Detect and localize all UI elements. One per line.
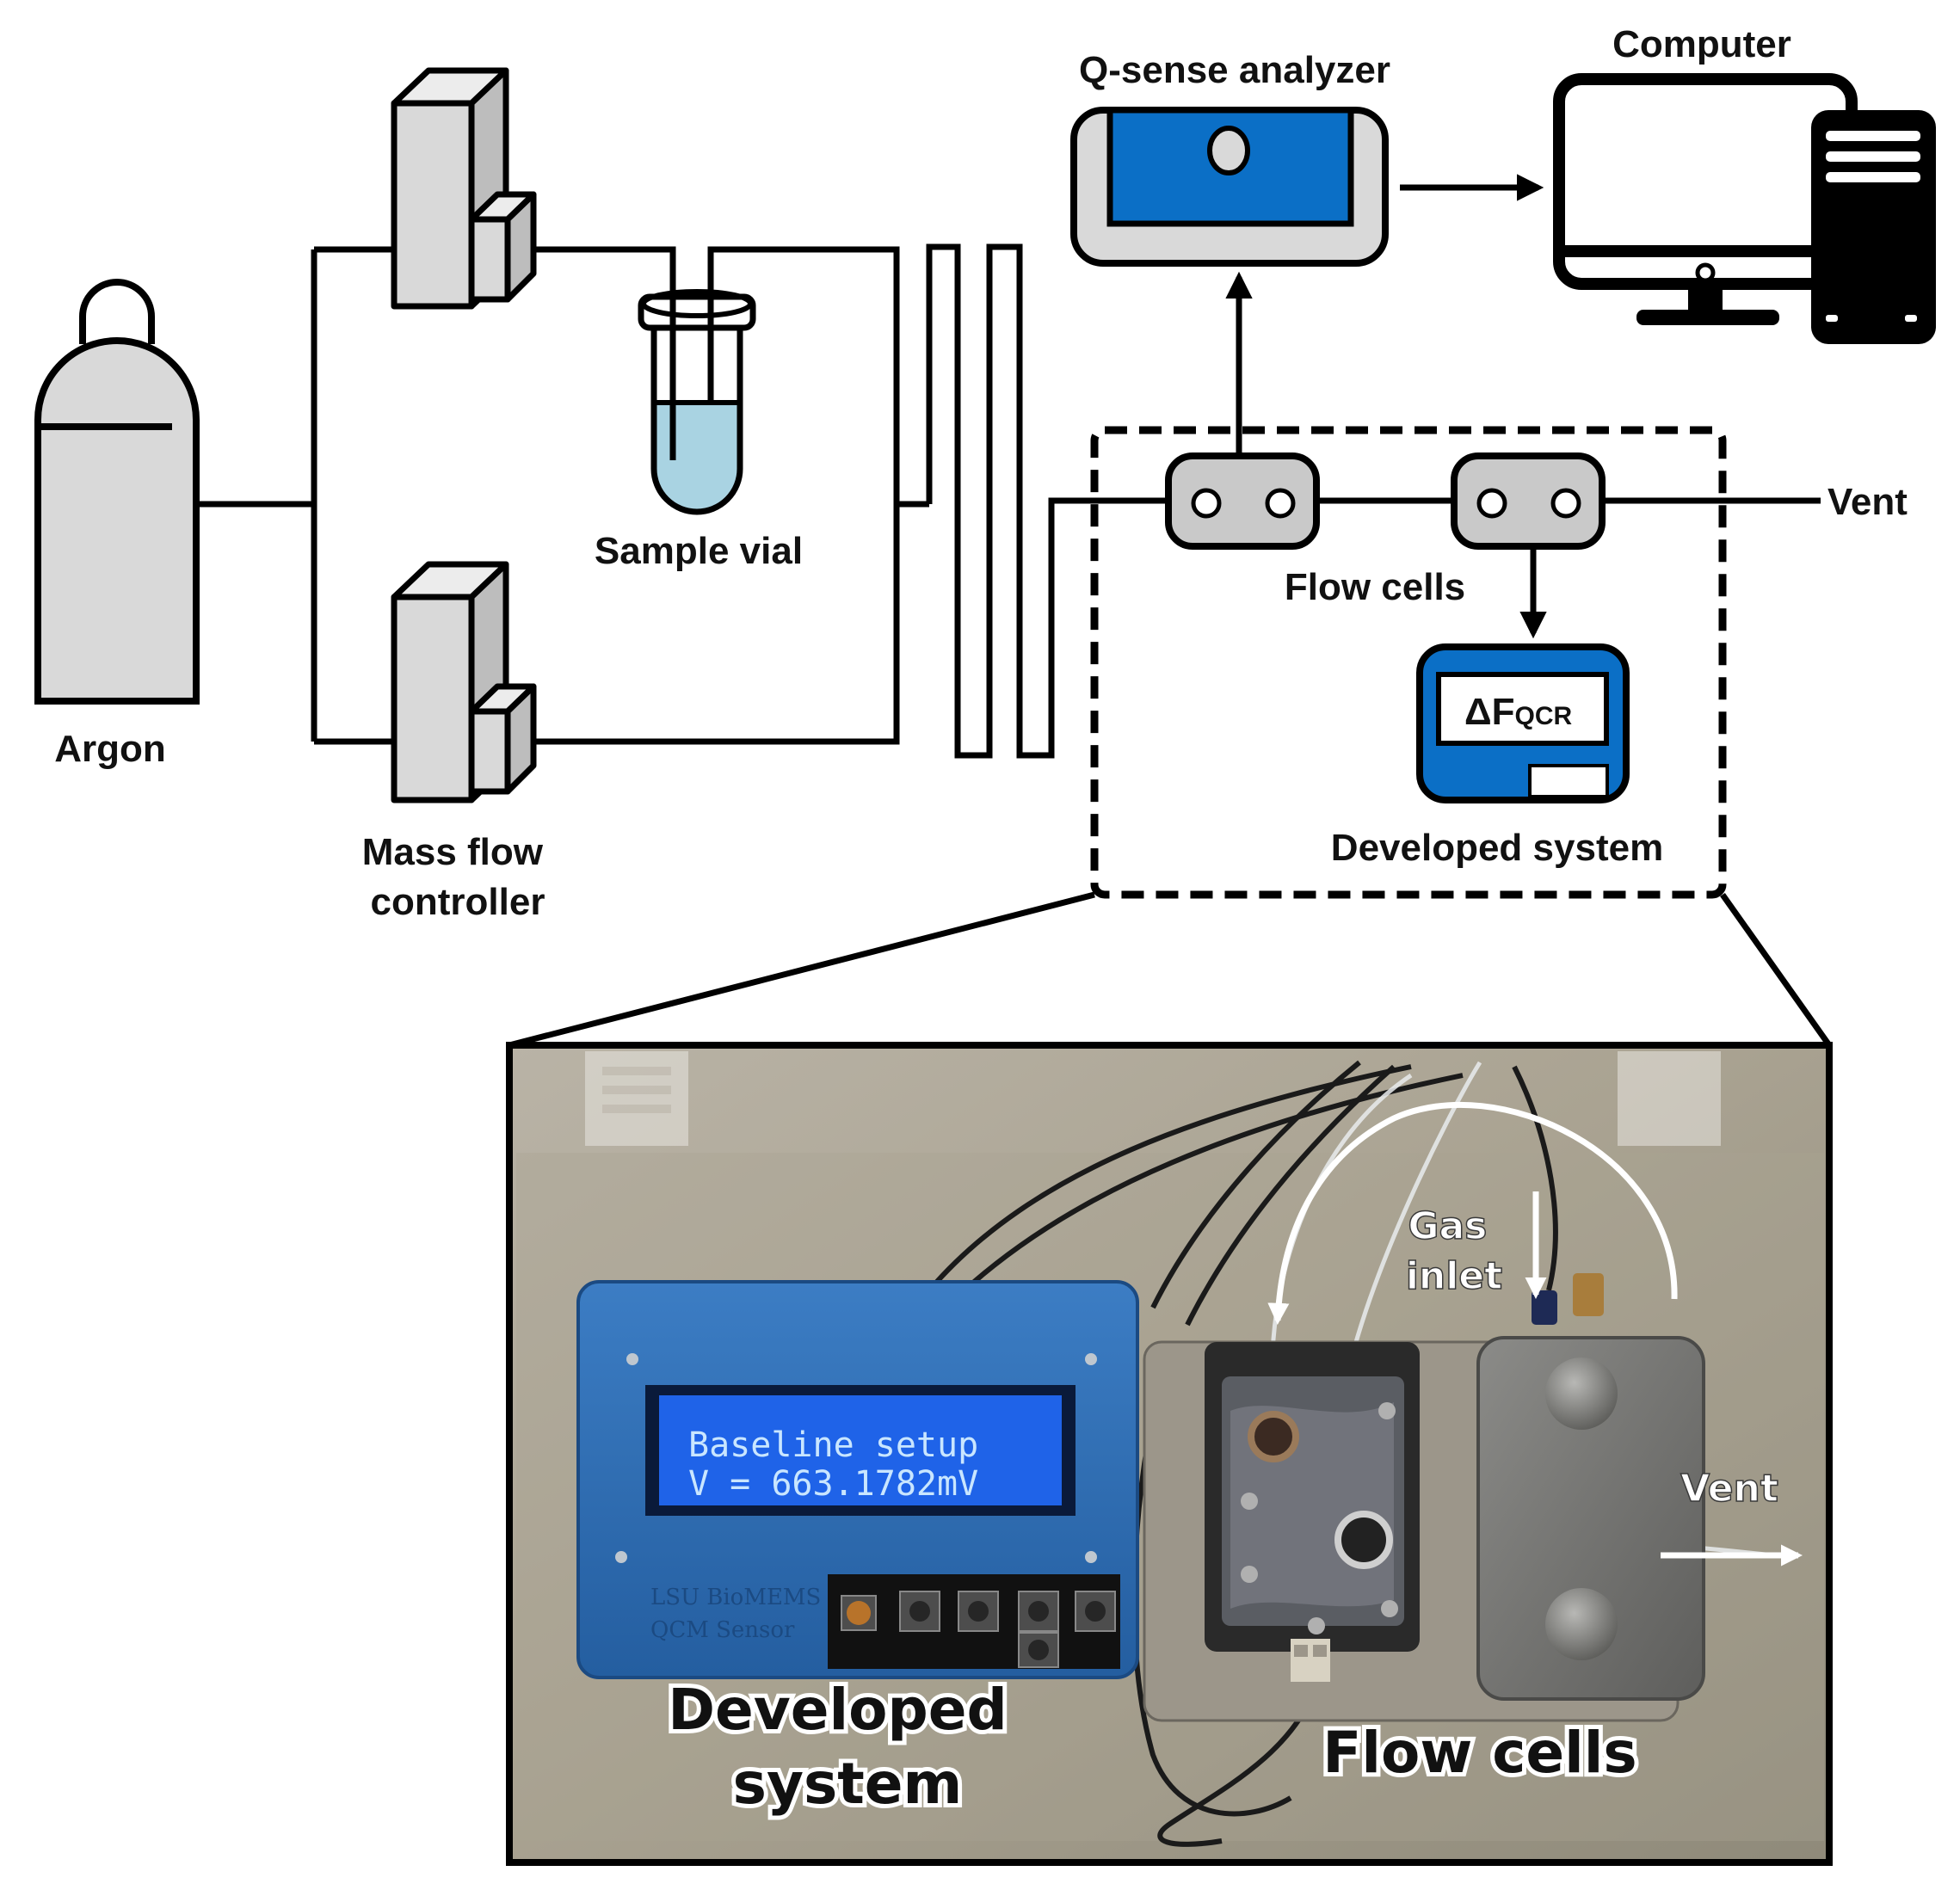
gas-loop-arrow (1267, 1101, 1678, 1326)
developed-system-label: Developed system (1331, 827, 1663, 869)
board-text-1: LSU BioMEMS (650, 1585, 821, 1610)
developed-system-icon (1416, 643, 1630, 803)
gas-inlet-label: Gas inlet (1406, 1204, 1502, 1298)
photo-panel: Baseline setup V = 663.1782mV LSU BioMEM… (506, 1042, 1833, 1866)
photo-developed-system-label: Developed system (668, 1677, 1027, 1817)
lcd-line-1: Baseline setup (688, 1425, 978, 1465)
q-sense-analyzer-icon (1070, 107, 1389, 267)
photo-flow-cells-label: Flow cells (1322, 1720, 1636, 1786)
vent-label: Vent (1827, 481, 1908, 523)
flow-cells-label: Flow cells (1285, 566, 1465, 608)
mass-flow-controller-label: Mass flow controller (362, 831, 554, 923)
photo-vent-label: Vent (1680, 1467, 1778, 1511)
mass-flow-controller-bottom-icon (391, 561, 537, 803)
argon-label: Argon (54, 728, 166, 770)
argon-cylinder-icon (34, 279, 200, 705)
sample-vial-label: Sample vial (595, 530, 803, 572)
lcd-line-2: V = 663.1782mV (688, 1464, 978, 1504)
developed-system-region (1090, 426, 1727, 899)
delta-f-label: ΔFQCR (1464, 691, 1573, 733)
computer-icon (1553, 73, 1936, 344)
sample-vial-icon (638, 249, 756, 515)
board-text-2: QCM Sensor (650, 1617, 795, 1643)
computer-label: Computer (1612, 23, 1791, 65)
mass-flow-controller-top-icon (391, 67, 537, 310)
analyzer-label: Q-sense analyzer (1079, 49, 1390, 91)
zoom-callout-lines (508, 891, 1832, 1049)
flow-cell-1-icon (1165, 452, 1320, 550)
flow-cell-2-icon (1451, 452, 1606, 550)
